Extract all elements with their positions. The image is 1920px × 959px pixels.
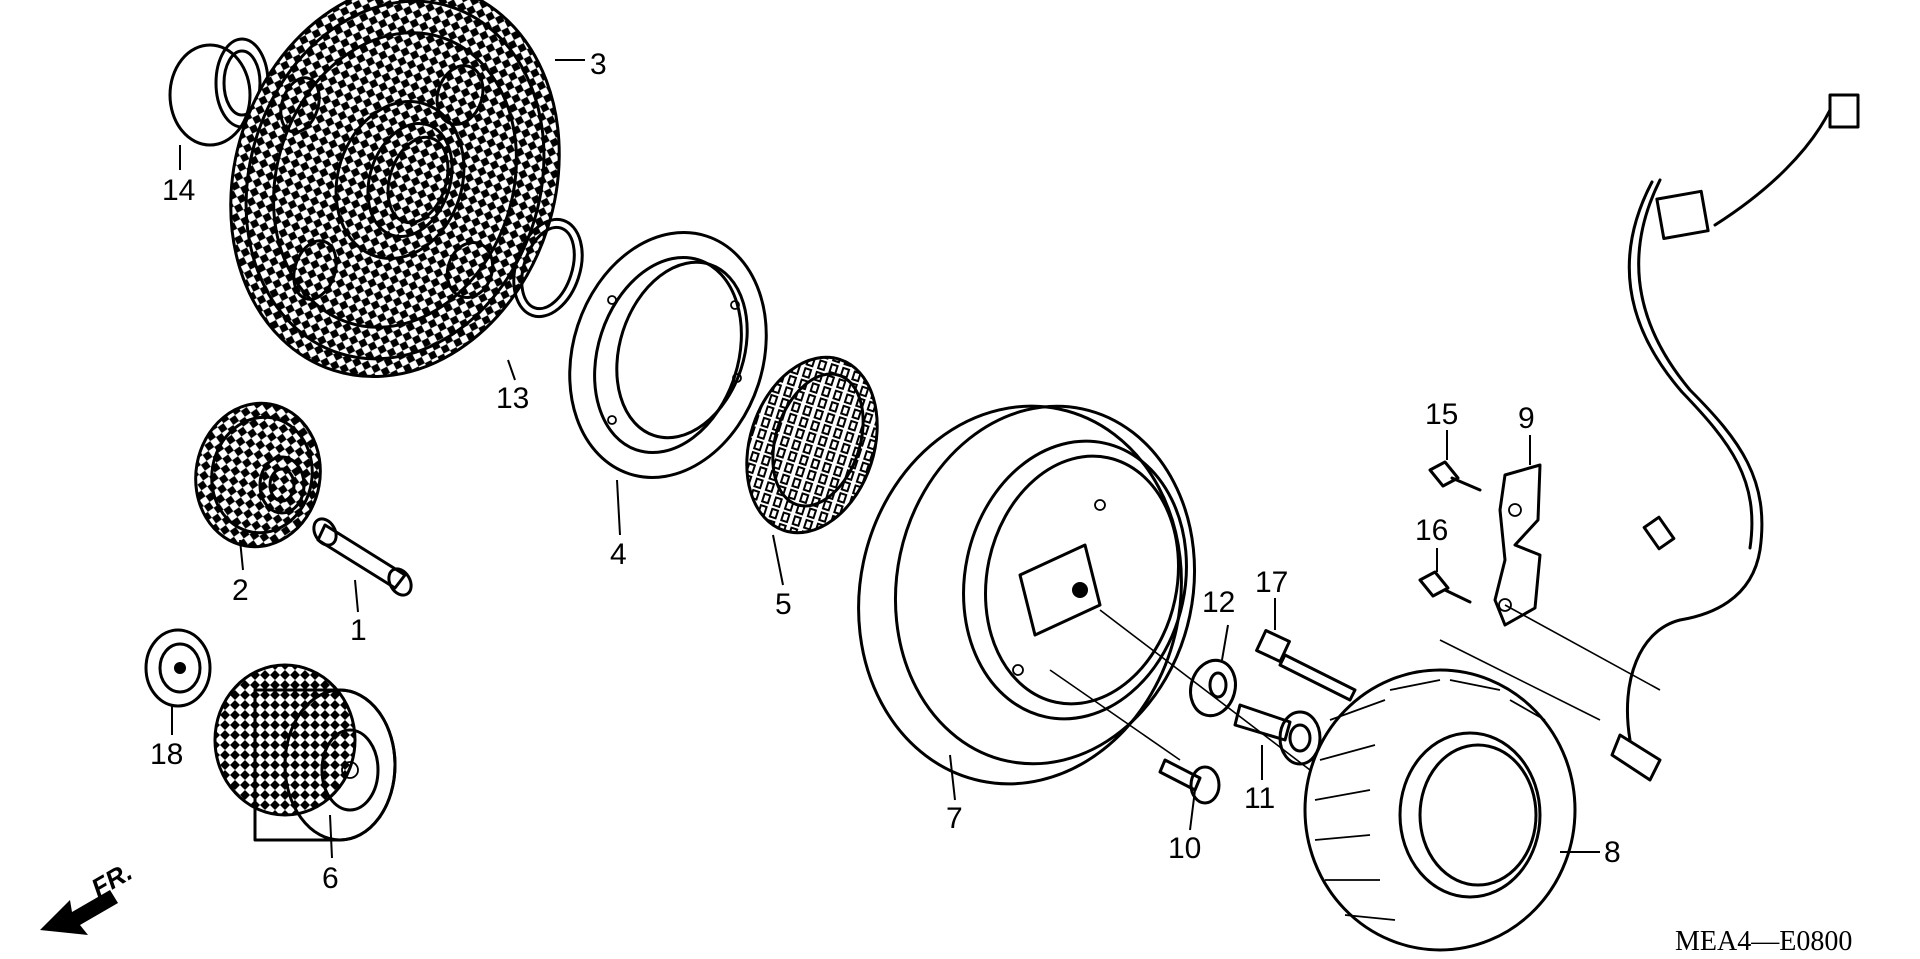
- callout-13: 13: [496, 382, 529, 415]
- starter-driven-gear-part-3[interactable]: [181, 0, 609, 420]
- washer-part-12[interactable]: [1185, 655, 1242, 720]
- callout-4: 4: [610, 538, 627, 571]
- callout-11: 11: [1244, 782, 1275, 815]
- alignment-lines: [1049, 604, 1661, 771]
- wiring-harness: [1610, 93, 1860, 782]
- callout-6: 6: [322, 862, 339, 895]
- leader-lines: [171, 59, 1600, 859]
- front-label: FR.: [86, 856, 137, 903]
- callout-18: 18: [150, 738, 183, 771]
- starter-clutch-outer-part-4[interactable]: [539, 207, 797, 503]
- callout-7: 7: [946, 802, 963, 835]
- bolt-part-15[interactable]: [1428, 460, 1482, 492]
- one-way-clutch-part-5[interactable]: [725, 340, 899, 550]
- callout-5: 5: [775, 588, 792, 621]
- shaft-part-1[interactable]: [309, 515, 415, 599]
- reduction-gear-part-2[interactable]: [184, 393, 331, 556]
- flange-bolt-part-11[interactable]: [1233, 703, 1322, 766]
- callout-17: 17: [1255, 566, 1288, 599]
- callout-1: 1: [350, 614, 367, 647]
- callout-15: 15: [1425, 398, 1458, 431]
- callout-3: 3: [590, 48, 607, 81]
- drawing-code: MEA4—E0800: [1675, 926, 1852, 957]
- stator-part-8[interactable]: [1303, 668, 1577, 952]
- callout-16: 16: [1415, 514, 1448, 547]
- bolt-part-10[interactable]: [1158, 758, 1221, 805]
- bolt-part-16[interactable]: [1418, 570, 1472, 604]
- long-bolt-part-17[interactable]: [1255, 629, 1357, 702]
- flywheel-rotor-part-7[interactable]: [824, 376, 1227, 814]
- front-direction-marker: FR.: [40, 856, 137, 935]
- callout-10: 10: [1168, 832, 1201, 865]
- front-arrow-icon: [40, 890, 118, 935]
- idle-gear-assembly-part-6[interactable]: [213, 663, 397, 842]
- callout-14: 14: [162, 174, 195, 207]
- callout-9: 9: [1518, 402, 1535, 435]
- callout-labels: 3 14 13 4 5 2 1 18 6 7 10 11 12 17 8 9 1…: [150, 48, 1621, 895]
- callout-2: 2: [232, 574, 249, 607]
- callout-12: 12: [1202, 586, 1235, 619]
- bearing-part-18[interactable]: [144, 628, 212, 708]
- ring-part-13[interactable]: [502, 211, 594, 326]
- callout-8: 8: [1604, 836, 1621, 869]
- bracket-part-9[interactable]: [1493, 463, 1542, 627]
